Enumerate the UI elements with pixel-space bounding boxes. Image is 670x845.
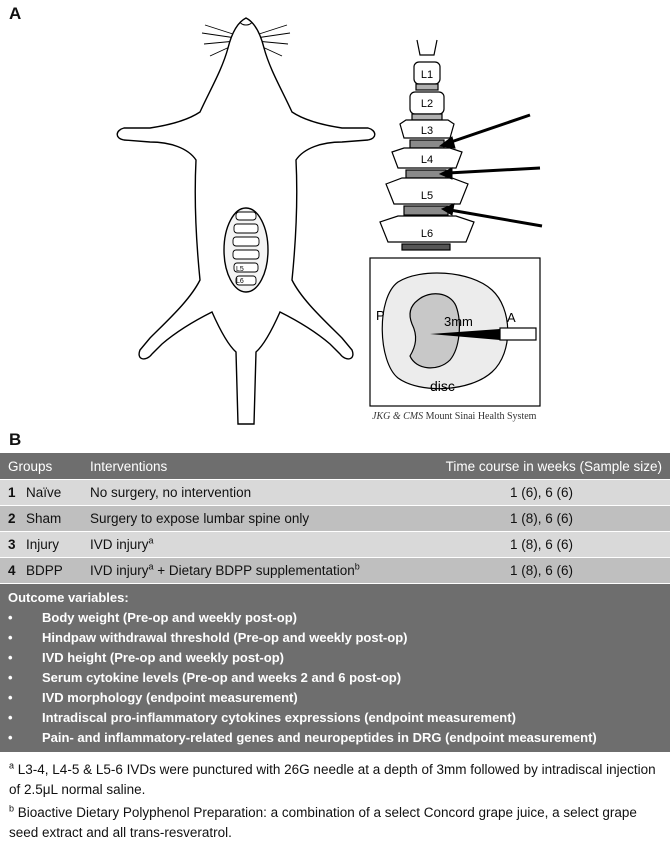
vertebra-l5: L5: [421, 190, 433, 202]
incision-label-l6: L6: [236, 278, 244, 285]
panel-b-label: B: [9, 430, 21, 450]
table-row: 4 BDPP IVD injurya + Dietary BDPP supple…: [0, 558, 670, 584]
list-item: •Hindpaw withdrawal threshold (Pre-op an…: [8, 628, 662, 648]
incision-label-l5: L5: [236, 266, 244, 273]
row-number: 3: [0, 537, 26, 552]
footnote-a: a L3-4, L4-5 & L5-6 IVDs were punctured …: [9, 760, 664, 800]
outcome-variables: Outcome variables: •Body weight (Pre-op …: [0, 584, 670, 752]
outcome-title: Outcome variables:: [8, 590, 662, 605]
table-row: 1 Naïve No surgery, no intervention 1 (6…: [0, 480, 670, 506]
study-design-table: Groups Interventions Time course in week…: [0, 453, 670, 752]
table-row: 3 Injury IVD injurya 1 (8), 6 (6): [0, 532, 670, 558]
row-group: BDPP: [26, 563, 90, 578]
list-item: •Pain- and inflammatory-related genes an…: [8, 728, 662, 748]
illustration-credit: JKG & CMS Mount Sinai Health System: [372, 411, 536, 422]
list-item: •Intradiscal pro-inflammatory cytokines …: [8, 708, 662, 728]
row-time-course: 1 (6), 6 (6): [420, 485, 670, 500]
row-number: 4: [0, 563, 26, 578]
row-group: Naïve: [26, 485, 90, 500]
row-time-course: 1 (8), 6 (6): [420, 537, 670, 552]
outcome-list: •Body weight (Pre-op and weekly post-op)…: [8, 608, 662, 748]
depth-label: 3mm: [444, 314, 473, 329]
header-time-course: Time course in weeks (Sample size): [420, 459, 670, 474]
disc-label: disc: [430, 378, 455, 394]
table-header: Groups Interventions Time course in week…: [0, 453, 670, 480]
list-item: •IVD morphology (endpoint measurement): [8, 688, 662, 708]
row-number: 2: [0, 511, 26, 526]
vertebra-l3: L3: [421, 125, 433, 137]
vertebra-l1: L1: [421, 69, 433, 81]
vertebra-l6: L6: [421, 228, 433, 240]
row-group: Sham: [26, 511, 90, 526]
disc-posterior-label: P: [376, 308, 385, 323]
surgical-diagram: L5 L6 L1 L2 L3 L4 L5 L6: [0, 0, 670, 430]
row-time-course: 1 (8), 6 (6): [420, 563, 670, 578]
needle-arrows: [440, 115, 542, 226]
vertebra-l2: L2: [421, 98, 433, 110]
disc-cross-section: [370, 258, 540, 406]
list-item: •Body weight (Pre-op and weekly post-op): [8, 608, 662, 628]
row-group: Injury: [26, 537, 90, 552]
disc-anterior-label: A: [507, 310, 516, 325]
row-intervention: No surgery, no intervention: [90, 485, 420, 500]
list-item: •Serum cytokine levels (Pre-op and weeks…: [8, 668, 662, 688]
row-intervention: IVD injurya + Dietary BDPP supplementati…: [90, 563, 420, 578]
header-interventions: Interventions: [90, 459, 420, 474]
header-groups: Groups: [0, 459, 90, 474]
row-number: 1: [0, 485, 26, 500]
row-intervention: IVD injurya: [90, 537, 420, 552]
list-item: •IVD height (Pre-op and weekly post-op): [8, 648, 662, 668]
rat-illustration: [117, 18, 375, 424]
row-intervention: Surgery to expose lumbar spine only: [90, 511, 420, 526]
vertebra-l4: L4: [421, 154, 433, 166]
table-row: 2 Sham Surgery to expose lumbar spine on…: [0, 506, 670, 532]
row-time-course: 1 (8), 6 (6): [420, 511, 670, 526]
footnote-b: b Bioactive Dietary Polyphenol Preparati…: [9, 803, 664, 843]
